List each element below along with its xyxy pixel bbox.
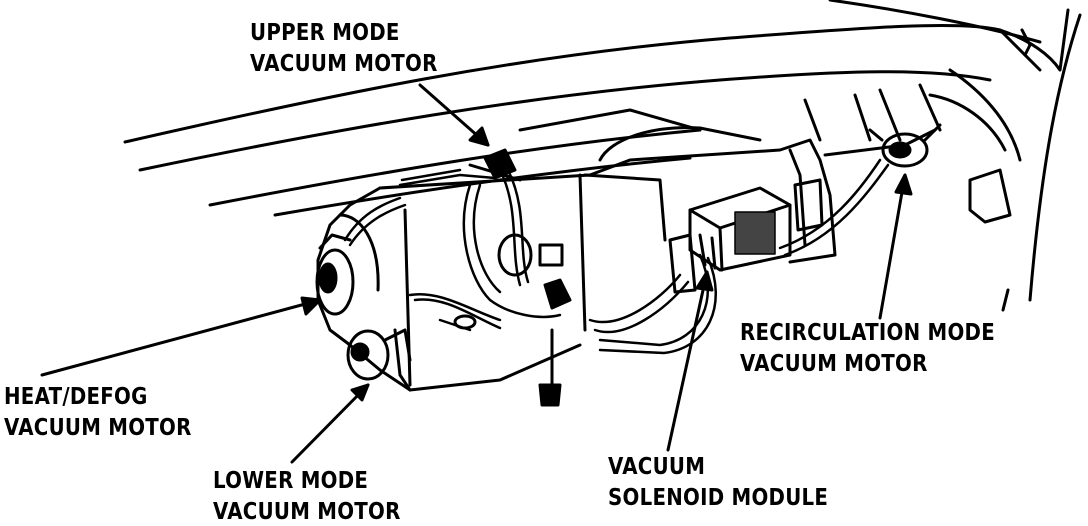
lower-mode-label-line1: LOWER MODE — [213, 468, 369, 494]
arrow-recirculation — [878, 173, 907, 320]
heat-defog-label-line1: HEAT/DEFOG — [4, 384, 148, 410]
vacuum-solenoid-label-line2: SOLENOID MODULE — [608, 485, 829, 511]
upper-mode-label: UPPER MODE VACUUM MOTOR — [250, 18, 438, 80]
upper-mode-label-line1: UPPER MODE — [250, 20, 400, 46]
solenoid-module-box — [688, 178, 824, 272]
upper-mode-label-line2: VACUUM MOTOR — [250, 51, 438, 77]
dashboard-outline — [123, 0, 1082, 312]
heat-defog-label-line2: VACUUM MOTOR — [4, 415, 192, 441]
connectors — [453, 233, 697, 407]
heat-defog-actuator — [315, 233, 355, 316]
recirculation-label-line1: RECIRCULATION MODE — [740, 320, 995, 346]
arrow-heat-defog — [40, 298, 322, 377]
hvac-module-housing — [316, 83, 942, 392]
vacuum-solenoid-label: VACUUM SOLENOID MODULE — [608, 452, 828, 514]
arrow-lower-mode — [290, 383, 370, 464]
arrow-vacuum-solenoid — [666, 270, 709, 452]
lower-mode-label-line2: VACUUM MOTOR — [213, 499, 401, 525]
recirculation-label: RECIRCULATION MODE VACUUM MOTOR — [740, 318, 995, 380]
recirculation-label-line2: VACUUM MOTOR — [740, 351, 928, 377]
vacuum-solenoid-label-line1: VACUUM — [608, 454, 706, 480]
leader-arrows — [40, 83, 913, 464]
recirculation-actuator — [868, 123, 942, 168]
lower-mode-label: LOWER MODE VACUUM MOTOR — [213, 466, 401, 526]
lower-mode-actuator — [346, 328, 412, 381]
heat-defog-label: HEAT/DEFOG VACUUM MOTOR — [4, 382, 192, 444]
